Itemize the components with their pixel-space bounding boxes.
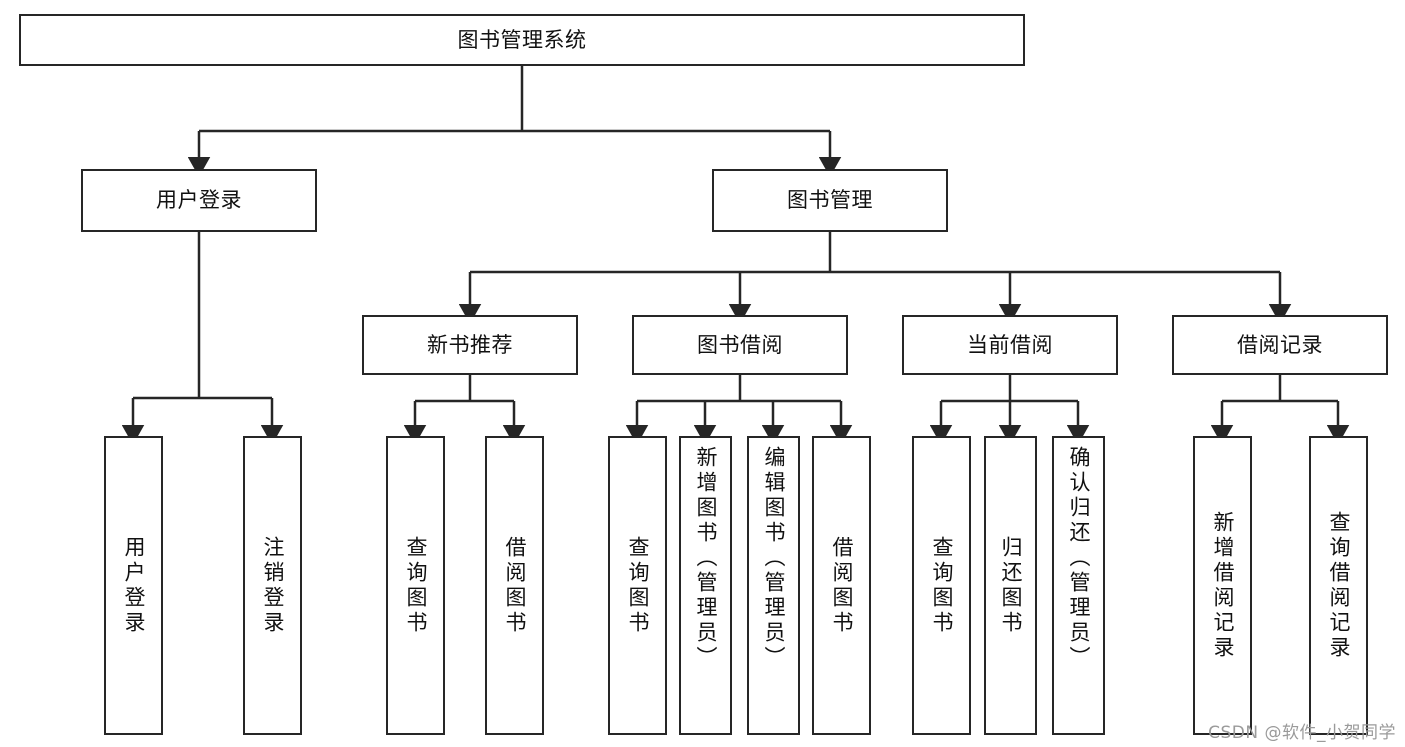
watermark-text: CSDN @软件_小贺同学 bbox=[1208, 723, 1396, 743]
node-label: 查询图书 bbox=[404, 535, 428, 636]
node-label: 用户登录 bbox=[156, 188, 242, 213]
leaf-confirm-return[interactable]: 确认归还（管理员） bbox=[1052, 436, 1105, 735]
node-label: 新增图书（管理员） bbox=[694, 446, 718, 671]
node-book-manage[interactable]: 图书管理 bbox=[712, 169, 948, 232]
node-user-login[interactable]: 用户登录 bbox=[81, 169, 317, 232]
node-label: 借阅图书 bbox=[830, 535, 854, 636]
node-label: 借阅图书 bbox=[503, 535, 527, 636]
node-borrow-record[interactable]: 借阅记录 bbox=[1172, 315, 1388, 375]
node-label: 注销登录 bbox=[261, 535, 285, 636]
leaf-borrow-book-borrow[interactable]: 借阅图书 bbox=[812, 436, 871, 735]
leaf-user-login[interactable]: 用户登录 bbox=[104, 436, 163, 735]
node-label: 借阅记录 bbox=[1237, 332, 1323, 357]
leaf-borrow-book-recommend[interactable]: 借阅图书 bbox=[485, 436, 544, 735]
leaf-return-book[interactable]: 归还图书 bbox=[984, 436, 1037, 735]
node-label: 查询借阅记录 bbox=[1327, 510, 1351, 661]
leaf-query-book-borrow[interactable]: 查询图书 bbox=[608, 436, 667, 735]
leaf-query-book-current[interactable]: 查询图书 bbox=[912, 436, 971, 735]
node-label: 图书管理系统 bbox=[457, 27, 587, 52]
node-book-borrow[interactable]: 图书借阅 bbox=[632, 315, 848, 375]
node-label: 查询图书 bbox=[930, 535, 954, 636]
node-label: 用户登录 bbox=[122, 535, 146, 636]
node-label: 图书管理 bbox=[787, 188, 873, 213]
leaf-edit-book[interactable]: 编辑图书（管理员） bbox=[747, 436, 800, 735]
node-root-system[interactable]: 图书管理系统 bbox=[19, 14, 1025, 66]
leaf-logout-login[interactable]: 注销登录 bbox=[243, 436, 302, 735]
node-label: 新增借阅记录 bbox=[1211, 510, 1235, 661]
node-label: 当前借阅 bbox=[967, 332, 1053, 357]
leaf-query-book-recommend[interactable]: 查询图书 bbox=[386, 436, 445, 735]
node-label: 归还图书 bbox=[999, 535, 1023, 636]
node-current-borrow[interactable]: 当前借阅 bbox=[902, 315, 1118, 375]
node-label: 新书推荐 bbox=[427, 332, 513, 357]
leaf-add-book[interactable]: 新增图书（管理员） bbox=[679, 436, 732, 735]
node-label: 图书借阅 bbox=[697, 332, 783, 357]
leaf-query-borrow-record[interactable]: 查询借阅记录 bbox=[1309, 436, 1368, 735]
node-label: 确认归还（管理员） bbox=[1067, 446, 1091, 671]
leaf-add-borrow-record[interactable]: 新增借阅记录 bbox=[1193, 436, 1252, 735]
node-label: 编辑图书（管理员） bbox=[762, 446, 786, 671]
node-new-book-recommend[interactable]: 新书推荐 bbox=[362, 315, 578, 375]
node-label: 查询图书 bbox=[626, 535, 650, 636]
